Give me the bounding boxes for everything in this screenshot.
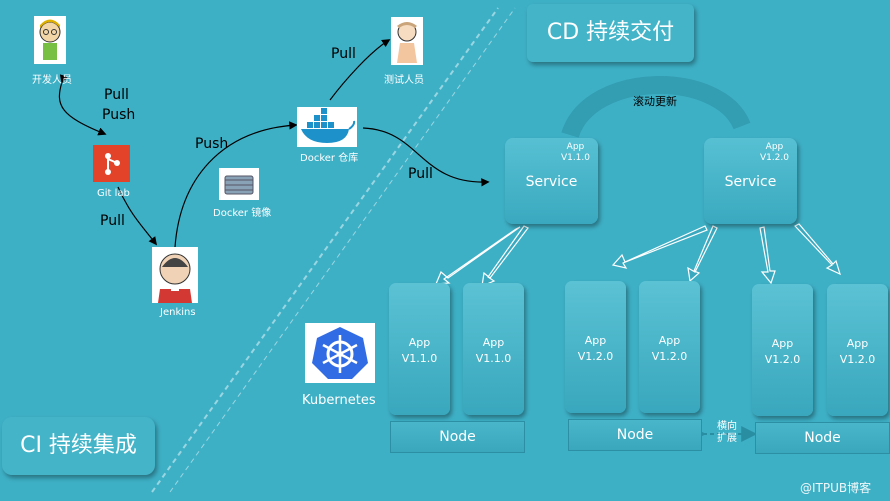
service-version: V1.1.0: [560, 153, 590, 163]
service2-pod5-arrow: [759, 226, 776, 285]
gitlab-icon: [93, 145, 130, 182]
node-1: Node: [390, 421, 525, 453]
ci-cd-divider: [151, 7, 499, 493]
dev-gitlab-arrow: [58, 74, 107, 136]
pod-app-label: App: [846, 337, 869, 350]
service-version: V1.2.0: [759, 153, 789, 163]
node-2: Node: [568, 419, 702, 451]
pod-version: V1.2.0: [839, 353, 876, 366]
pod-app-label: App: [658, 334, 681, 347]
rolling-update-label: 滚动更新: [633, 95, 677, 108]
service-app-label: App: [765, 142, 784, 152]
service-name: Service: [525, 174, 578, 190]
pod-version: V1.1.0: [401, 352, 438, 365]
pod-version: V1.1.0: [475, 352, 512, 365]
tester-avatar-icon: [391, 17, 423, 65]
registry-tester-arrow: [329, 39, 391, 101]
jenkins-pull-label: Pull: [100, 213, 125, 229]
pod-version: V1.2.0: [577, 350, 614, 363]
service2-pod4-arrow: [687, 225, 718, 283]
rolling-update-arrow: [561, 76, 751, 139]
service1-pod2-arrow: [481, 225, 529, 287]
dev-push-label: Push: [102, 107, 136, 123]
service2-pod3-arrow: [611, 225, 708, 269]
docker-registry-icon: [297, 107, 357, 147]
scale-label-line2: 扩展: [717, 433, 737, 444]
service-app-label: App: [566, 142, 585, 152]
registry-pull-label: Pull: [408, 166, 433, 182]
developer-label: 开发人员: [32, 75, 72, 86]
kubernetes-label: Kubernetes: [302, 393, 376, 408]
jenkins-registry-arrow: [174, 121, 298, 248]
docker-registry-label: Docker 仓库: [300, 153, 359, 164]
pod-version: V1.2.0: [651, 350, 688, 363]
developer-avatar-icon: [34, 16, 66, 64]
gitlab-label: Git lab: [97, 188, 130, 199]
pod-app-label: App: [584, 334, 607, 347]
pod-app-label: App: [482, 336, 505, 349]
docker-image-label: Docker 镜像: [213, 208, 272, 219]
scale-label-line1: 横向: [717, 421, 737, 432]
service2-pod6-arrow: [794, 223, 841, 276]
docker-image-icon: [219, 168, 259, 200]
tester-label: 测试人员: [384, 75, 424, 86]
tester-pull-label: Pull: [331, 46, 356, 62]
jenkins-label: Jenkins: [160, 307, 196, 318]
jenkins-icon: [152, 247, 198, 303]
pod-version: V1.2.0: [764, 353, 801, 366]
watermark: @ITPUB博客: [800, 481, 872, 495]
jenkins-push-label: Push: [195, 136, 229, 152]
node-3: Node: [755, 422, 890, 454]
pod-app-label: App: [408, 336, 431, 349]
cd-title: CD 持续交付: [527, 4, 694, 62]
dev-pull-label: Pull: [104, 87, 129, 103]
service-name: Service: [724, 174, 777, 190]
scale-label: 横向 扩展: [717, 421, 737, 445]
ci-title: CI 持续集成: [2, 417, 155, 475]
pod-app-label: App: [771, 337, 794, 350]
gitlab-jenkins-arrow: [117, 186, 158, 246]
kubernetes-icon: [305, 323, 375, 383]
registry-service-arrow: [362, 127, 490, 187]
